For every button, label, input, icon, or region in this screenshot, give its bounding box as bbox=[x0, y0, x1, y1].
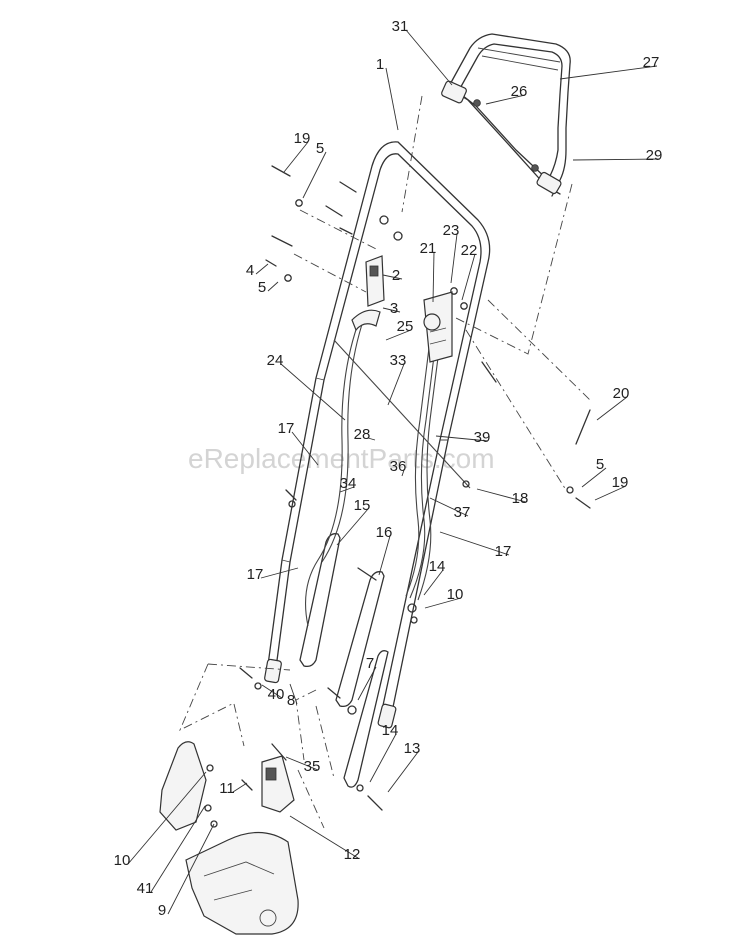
callout-label-41: 41 bbox=[137, 880, 154, 897]
leader-line-8 bbox=[289, 683, 298, 705]
callout-label-11: 11 bbox=[219, 780, 235, 797]
leader-line-1 bbox=[385, 67, 399, 131]
callout-label-15: 15 bbox=[354, 497, 371, 514]
callout-label-31: 31 bbox=[392, 18, 409, 35]
callout-label-39: 39 bbox=[474, 429, 491, 446]
callout-label-14: 14 bbox=[382, 722, 399, 739]
callout-label-28: 28 bbox=[354, 426, 371, 443]
callout-label-2: 2 bbox=[392, 267, 400, 284]
callout-label-22: 22 bbox=[461, 242, 478, 259]
callout-label-13: 13 bbox=[404, 740, 421, 757]
leader-line-18 bbox=[476, 488, 527, 503]
leader-line-29 bbox=[572, 158, 661, 161]
callout-label-33: 33 bbox=[390, 352, 407, 369]
callout-label-29: 29 bbox=[646, 147, 663, 164]
control-cables bbox=[305, 317, 471, 627]
leader-line-19 bbox=[283, 141, 309, 173]
leader-line-17 bbox=[260, 567, 299, 579]
callout-label-24: 24 bbox=[267, 352, 284, 369]
leader-line-4 bbox=[255, 263, 269, 275]
leader-line-11 bbox=[232, 782, 248, 793]
leader-line-5 bbox=[581, 467, 607, 488]
callout-label-34: 34 bbox=[340, 475, 357, 492]
callout-label-25: 25 bbox=[397, 318, 414, 335]
leader-line-5 bbox=[302, 151, 327, 199]
callout-label-19: 19 bbox=[612, 474, 629, 491]
upper-handle bbox=[441, 33, 571, 197]
leader-line-39 bbox=[435, 435, 489, 442]
leader-line-10 bbox=[424, 597, 462, 609]
leader-lines bbox=[127, 29, 661, 915]
callout-label-10: 10 bbox=[447, 586, 464, 603]
callout-label-5: 5 bbox=[596, 456, 604, 473]
callout-label-35: 35 bbox=[304, 758, 321, 775]
callout-label-18: 18 bbox=[512, 490, 529, 507]
leader-line-16 bbox=[378, 535, 391, 576]
support-arms bbox=[299, 533, 389, 788]
leader-line-14 bbox=[369, 733, 397, 783]
callout-label-3: 3 bbox=[390, 300, 398, 317]
leader-line-7 bbox=[357, 666, 377, 701]
callout-label-4: 4 bbox=[246, 262, 254, 279]
callout-label-14: 14 bbox=[429, 558, 446, 575]
leader-line-41 bbox=[150, 805, 206, 893]
callout-label-21: 21 bbox=[420, 240, 437, 257]
leader-line-31 bbox=[405, 29, 453, 86]
leader-line-13 bbox=[387, 751, 419, 793]
callout-label-12: 12 bbox=[344, 846, 361, 863]
leader-line-21 bbox=[432, 251, 435, 303]
callout-label-23: 23 bbox=[443, 222, 460, 239]
callout-label-17: 17 bbox=[278, 420, 295, 437]
leader-line-9 bbox=[167, 823, 215, 915]
callout-label-27: 27 bbox=[643, 54, 660, 71]
callout-label-9: 9 bbox=[158, 902, 166, 919]
leader-line-36 bbox=[401, 469, 405, 477]
leader-line-15 bbox=[336, 508, 369, 546]
callout-label-17: 17 bbox=[247, 566, 264, 583]
control-brackets bbox=[351, 255, 453, 363]
main-handle bbox=[264, 141, 491, 729]
callout-label-20: 20 bbox=[613, 385, 630, 402]
leader-line-24 bbox=[280, 363, 346, 421]
callout-label-36: 36 bbox=[390, 458, 407, 475]
leader-line-12 bbox=[289, 815, 359, 859]
callout-label-17: 17 bbox=[495, 543, 512, 560]
leader-line-26 bbox=[485, 94, 526, 105]
callout-label-7: 7 bbox=[366, 655, 374, 672]
leader-line-37 bbox=[429, 497, 469, 517]
leader-line-5 bbox=[267, 281, 279, 292]
callout-label-19: 19 bbox=[294, 130, 311, 147]
leader-line-2 bbox=[382, 274, 403, 280]
leader-line-19 bbox=[594, 485, 627, 501]
leader-line-3 bbox=[382, 307, 401, 313]
callout-label-1: 1 bbox=[376, 56, 384, 73]
callout-label-16: 16 bbox=[376, 524, 393, 541]
leader-line-27 bbox=[559, 65, 658, 80]
callout-label-5: 5 bbox=[316, 140, 324, 157]
callout-label-37: 37 bbox=[454, 504, 471, 521]
leader-line-34 bbox=[339, 486, 355, 493]
callout-label-8: 8 bbox=[287, 692, 295, 709]
leader-line-17 bbox=[291, 431, 319, 466]
callout-label-5: 5 bbox=[258, 279, 266, 296]
leader-line-40 bbox=[261, 684, 283, 699]
leader-line-33 bbox=[387, 363, 405, 406]
leader-line-17 bbox=[439, 531, 510, 556]
leader-line-14 bbox=[423, 569, 444, 596]
leader-line-35 bbox=[285, 756, 319, 771]
callout-label-26: 26 bbox=[511, 83, 528, 100]
lower-shroud bbox=[159, 741, 299, 935]
leader-line-25 bbox=[385, 329, 412, 341]
leader-line-20 bbox=[596, 396, 628, 421]
leader-line-22 bbox=[461, 253, 476, 301]
callout-label-40: 40 bbox=[268, 686, 285, 703]
leader-line-28 bbox=[367, 437, 376, 441]
fasteners bbox=[204, 165, 591, 828]
callout-label-10: 10 bbox=[114, 852, 131, 869]
leader-line-10 bbox=[127, 771, 207, 865]
leader-line-23 bbox=[450, 233, 458, 284]
